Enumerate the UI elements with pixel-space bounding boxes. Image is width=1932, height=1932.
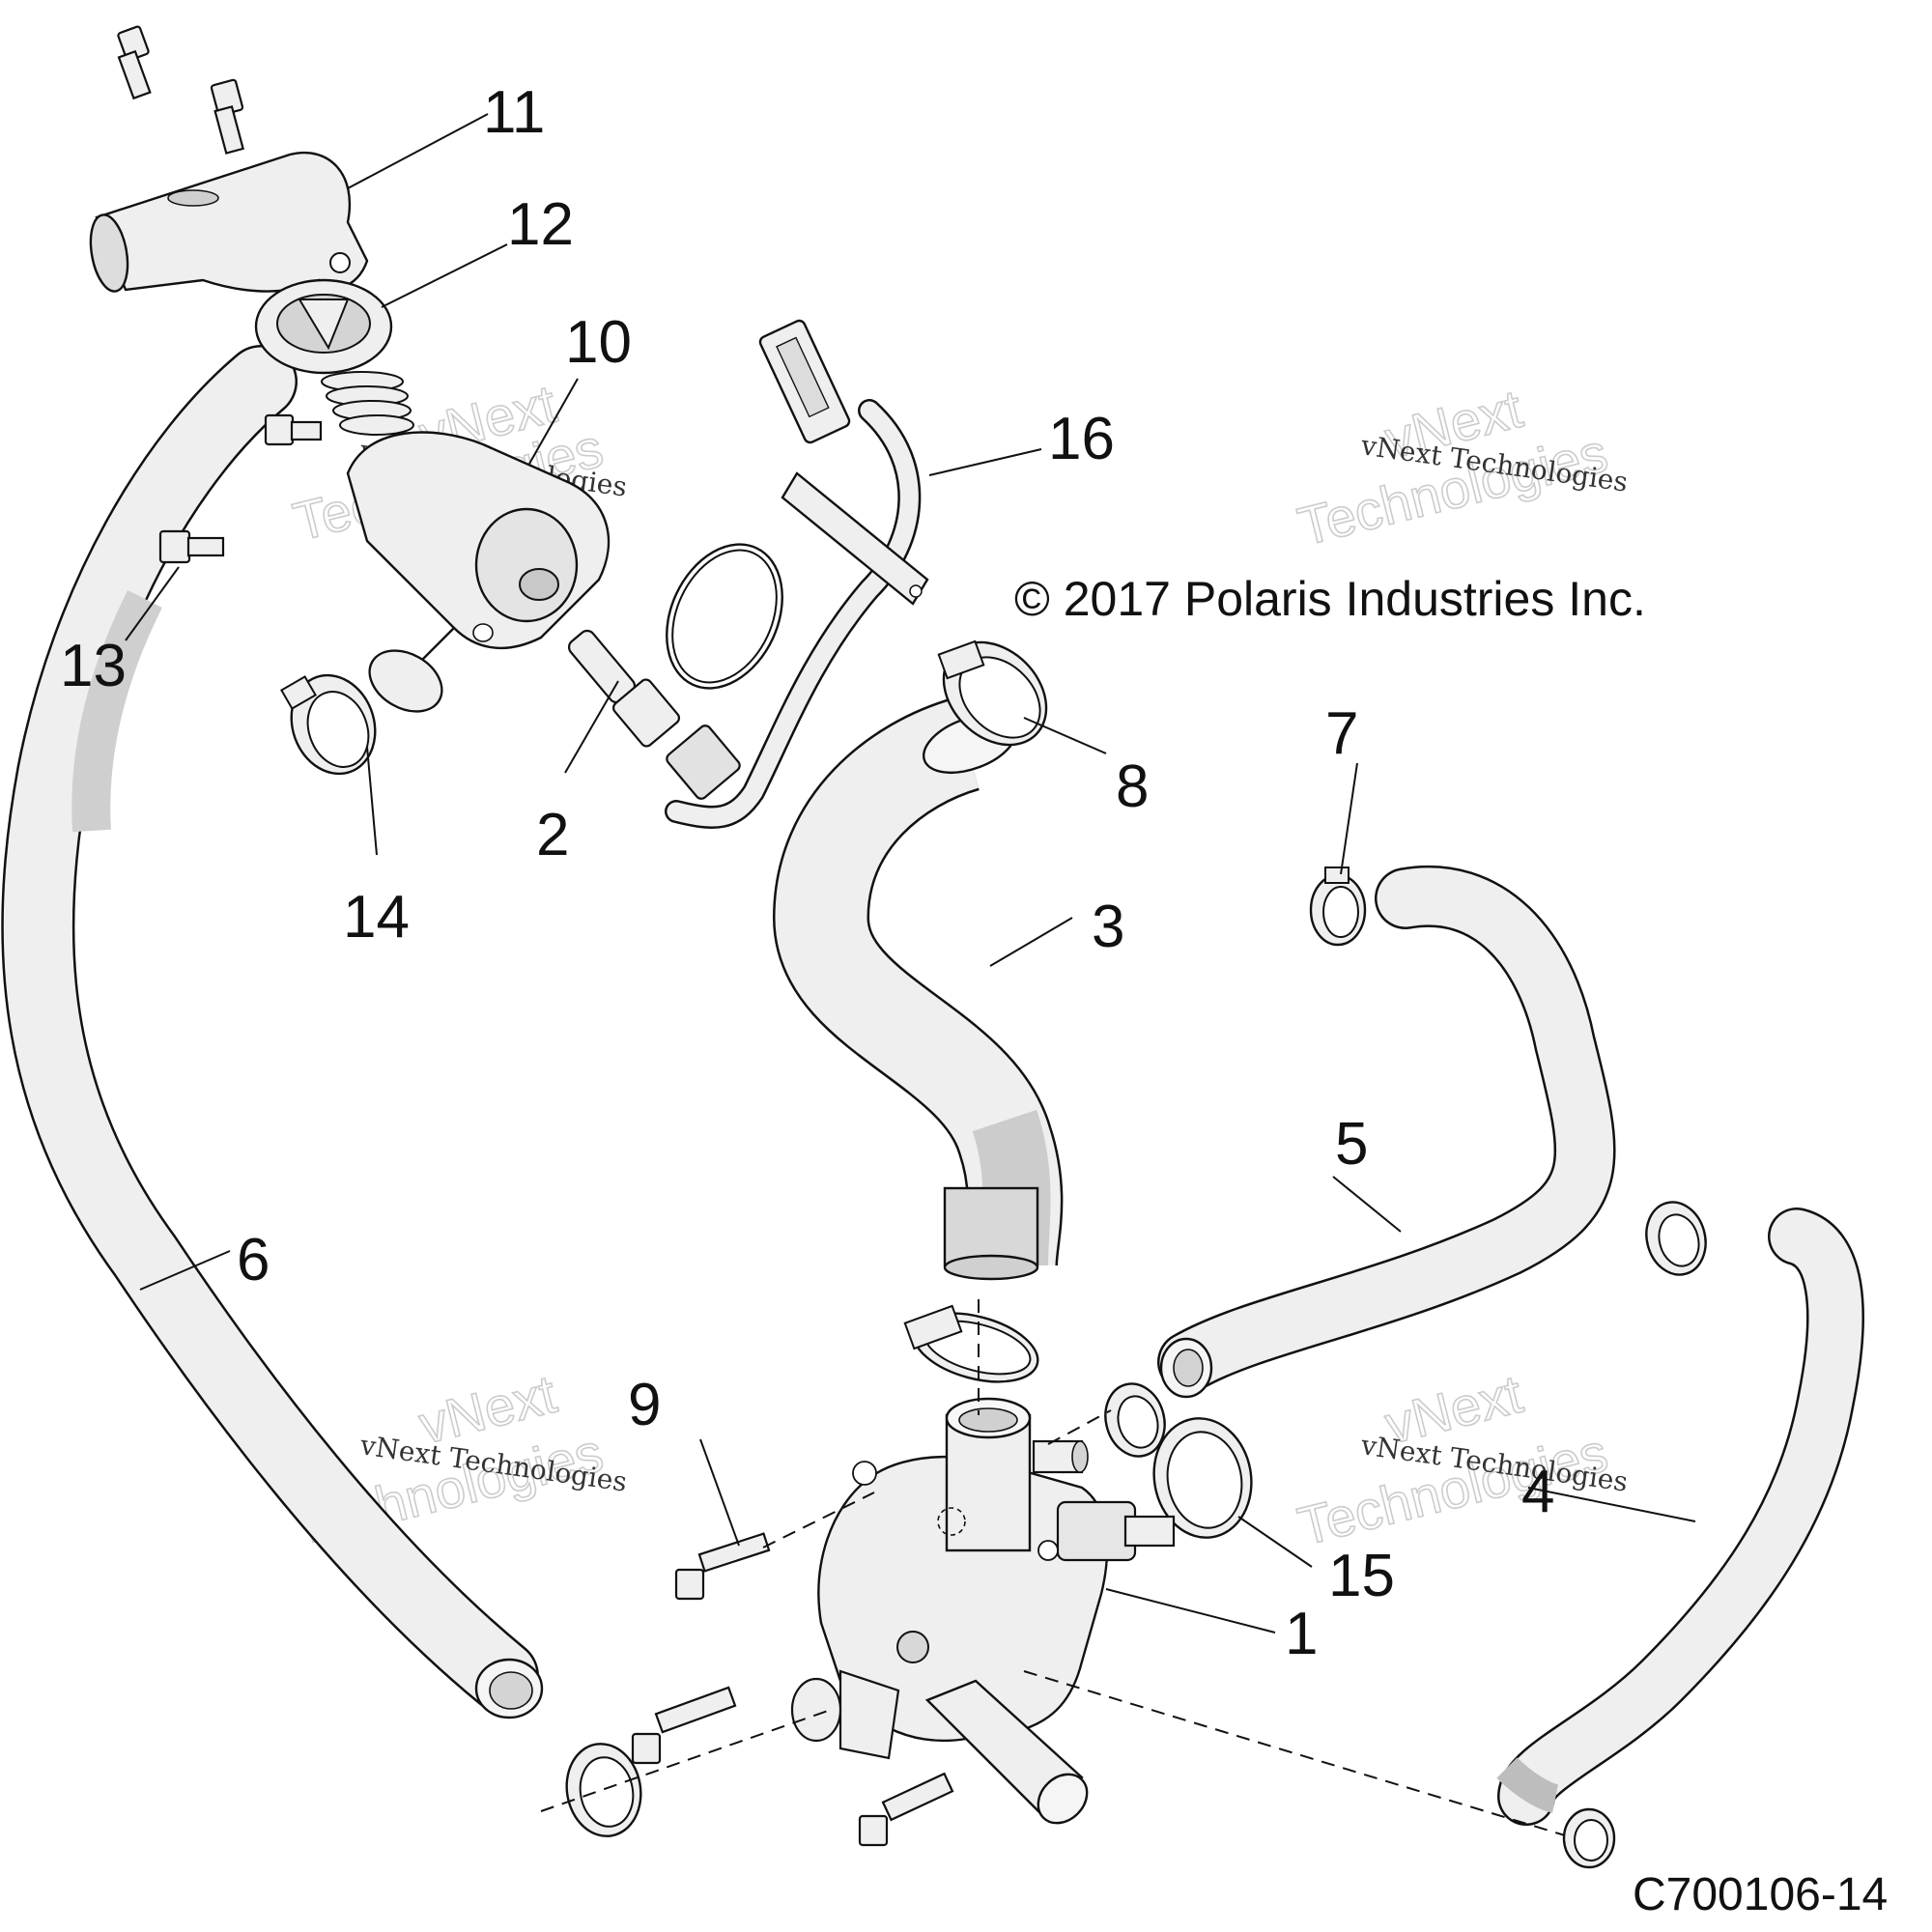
copyright-text: © 2017 Polaris Industries Inc. [1014,572,1646,626]
clamp-7 [1309,867,1367,947]
temperature-sensor-2 [567,629,741,800]
thermostat-cover-11 [89,152,369,293]
bolt-top-2 [210,78,244,155]
hose-5 [1157,865,1616,1399]
callout-13: 13 [60,633,127,699]
callout-7: 7 [1325,700,1358,767]
callout-14: 14 [343,884,410,951]
hose-3 [772,696,1064,1281]
callout-6: 6 [237,1227,270,1293]
callout-10: 10 [565,309,632,376]
watermark-bottom-right: vNext Technologies vNext Technologies [1292,1362,1630,1557]
worm-clamp-center [903,1304,1039,1383]
bolt-top-1 [117,25,152,100]
callout-16: 16 [1048,406,1115,472]
callout-1: 1 [1285,1601,1318,1667]
clamp-hose-6-bottom [565,1743,642,1837]
watermark-top-right: vNext Technologies vNext Technologies [1292,377,1630,557]
assembly-lines [540,1299,1566,1836]
water-pump-1 [790,1397,1176,1825]
hose-4 [1496,1208,1864,1826]
thermostat-12 [254,278,414,436]
bolt-pump-lower-2 [858,1772,954,1847]
bolt-9 [674,1532,771,1601]
clamp-pump-right [1104,1382,1166,1458]
wire-harness-16 [665,319,929,829]
hose-6 [1,345,544,1719]
bolt-pump-lower-1 [631,1686,737,1765]
callout-11: 11 [483,79,545,146]
callout-3: 3 [1092,894,1124,960]
figure-id: C700106-14 [1633,1869,1888,1920]
bolt-13 [158,529,225,564]
clamp-hose-4-bottom [1562,1807,1616,1869]
callout-8: 8 [1116,753,1149,820]
callout-2: 2 [536,802,569,868]
leader-lines [125,113,1696,1634]
callout-15: 15 [1328,1543,1395,1609]
callout-4: 4 [1521,1459,1554,1525]
callouts: 11 12 10 16 13 2 8 14 7 3 5 6 9 4 15 1 [60,79,1554,1667]
clamp-14 [280,673,377,776]
callout-12: 12 [507,191,574,258]
clamp-8 [937,639,1048,747]
o-ring-15 [1152,1417,1253,1539]
callout-9: 9 [628,1372,661,1438]
bolt-small-left [264,413,323,446]
thermostat-housing-10 [346,431,611,713]
clamp-hose-4-top [1645,1201,1707,1276]
callout-5: 5 [1335,1111,1368,1178]
o-ring-top [666,543,783,690]
